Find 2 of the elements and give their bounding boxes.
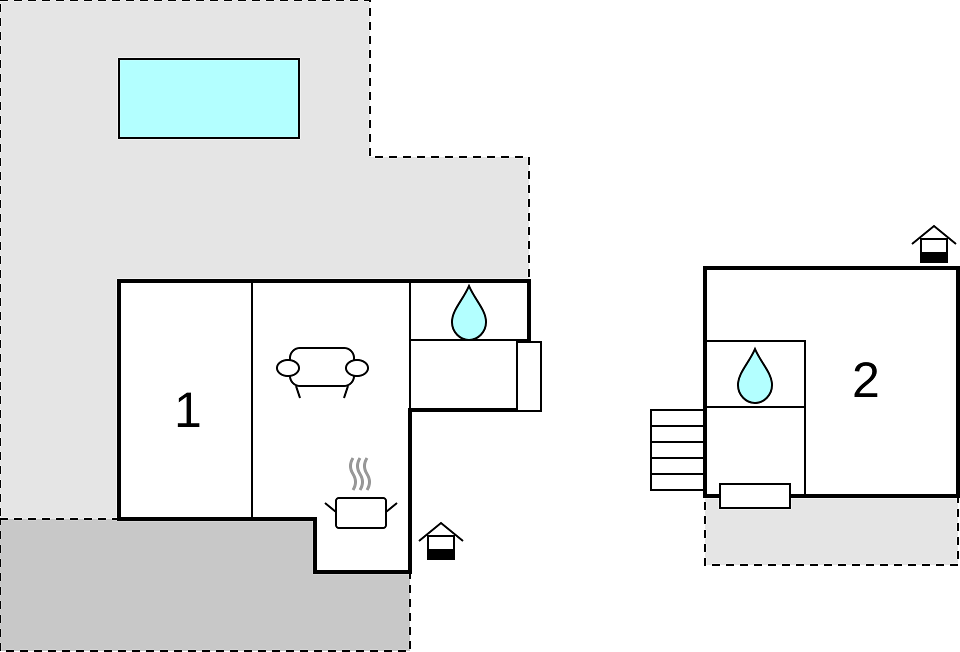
room-number: 2 bbox=[852, 355, 880, 405]
room-number: 1 bbox=[174, 385, 202, 435]
